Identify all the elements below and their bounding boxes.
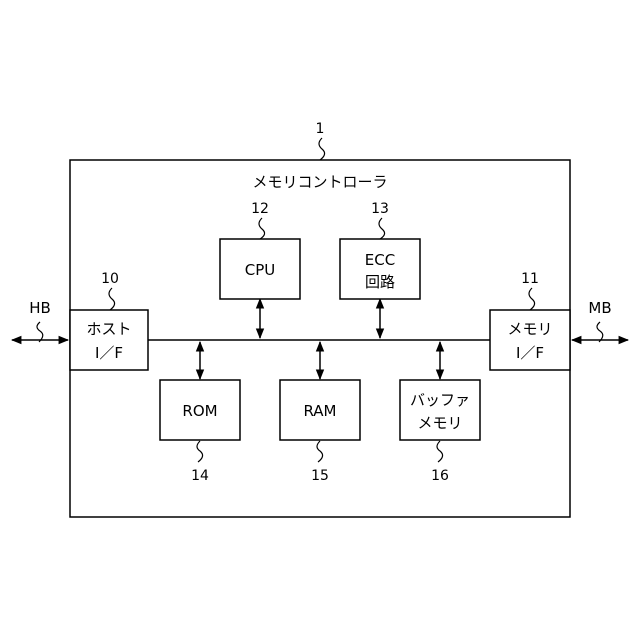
rom-ref: 14 bbox=[191, 468, 209, 484]
host-bus-label-group: HB bbox=[29, 299, 51, 342]
memory-bus-leader-line bbox=[597, 322, 603, 342]
ram-ref: 15 bbox=[311, 468, 329, 484]
host-bus-leader-line bbox=[37, 322, 43, 342]
buffer-memory-label-line1: バッファ bbox=[410, 391, 470, 409]
cpu-ref: 12 bbox=[251, 201, 269, 217]
buffer-memory-ref: 16 bbox=[431, 468, 449, 484]
controller-leader-line bbox=[319, 138, 325, 160]
memory-interface-label-line1: メモリ bbox=[507, 320, 552, 338]
rom-label: ROM bbox=[182, 402, 217, 420]
ecc-ref: 13 bbox=[371, 201, 389, 217]
cpu-label: CPU bbox=[245, 261, 276, 279]
ecc-label-line2: 回路 bbox=[365, 273, 395, 291]
ecc-label-line1: ECC bbox=[365, 251, 395, 269]
host-interface-ref: 10 bbox=[101, 271, 119, 287]
host-interface-label-line1: ホスト bbox=[86, 320, 131, 338]
controller-title: メモリコントローラ bbox=[252, 173, 387, 191]
buffer-memory-label-line2: メモリ bbox=[417, 414, 462, 432]
controller-ref: 1 bbox=[316, 121, 325, 137]
host-bus-label: HB bbox=[29, 299, 51, 317]
ram-label: RAM bbox=[303, 402, 336, 420]
memory-bus-label-group: MB bbox=[588, 299, 611, 342]
memory-bus-label: MB bbox=[588, 299, 611, 317]
memory-interface-ref: 11 bbox=[521, 271, 539, 287]
memory-interface-label-line2: I／F bbox=[516, 344, 544, 362]
host-interface-label-line2: I／F bbox=[95, 344, 123, 362]
